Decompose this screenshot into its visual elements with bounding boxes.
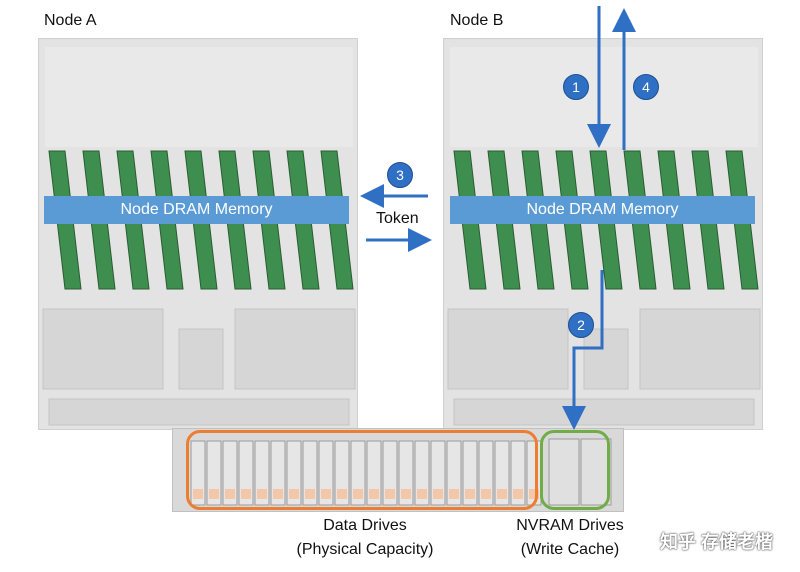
nvram-drives-caption-line2: (Write Cache) [520,541,620,558]
node-b-dram-memory: Node DRAM Memory [450,196,755,224]
nvram-drives-outline [540,430,610,510]
step-badge-4: 4 [633,74,659,100]
data-drives-caption-line2: (Physical Capacity) [296,541,434,558]
token-label: Token [376,210,419,227]
node-a-title: Node A [44,12,97,29]
step-badge-3: 3 [387,162,413,188]
step-badge-1: 1 [563,74,589,100]
data-drives-outline [186,430,538,510]
node-a-chassis [38,38,358,430]
nvram-drives-caption: NVRAM Drives (Write Cache) [490,514,650,562]
nvram-drives-caption-line1: NVRAM Drives [516,517,624,534]
drive-bays-illustration [190,438,612,506]
watermark-text: 知乎 存储老楷 [660,532,774,552]
node-b-board-illustration [444,39,762,429]
data-drives-caption-line1: Data Drives [323,517,407,534]
data-drives-caption: Data Drives (Physical Capacity) [270,514,460,562]
arrow-step-2 [562,270,604,430]
node-b-chassis [443,38,763,430]
node-b-title: Node B [450,12,504,29]
node-a-dram-memory: Node DRAM Memory [44,196,349,224]
step-badge-2: 2 [568,312,594,338]
